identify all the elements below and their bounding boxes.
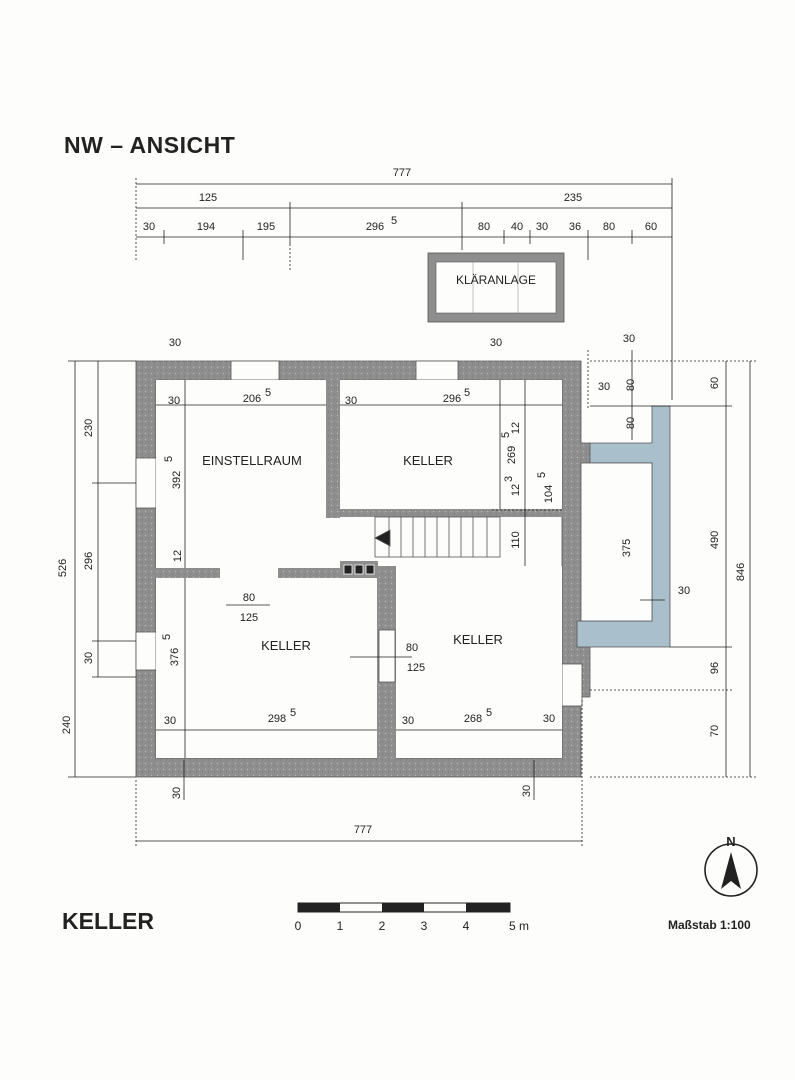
dim-r4-30b: 30: [543, 713, 555, 725]
dim-top-296-sup: 5: [391, 215, 397, 227]
light-shaft: [576, 405, 671, 648]
dim-r3-298-sup: 5: [290, 707, 296, 719]
dim-top-30a: 30: [143, 221, 155, 233]
dim-r1-12: 12: [172, 550, 184, 562]
dim-right-490: 490: [709, 531, 721, 549]
dim-door1-125: 125: [240, 612, 258, 624]
dim-top-80b: 80: [603, 221, 615, 233]
dim-stair-12: 12: [510, 484, 522, 496]
dim-right-30-top: 30: [598, 381, 610, 393]
scale-bar-label-3: 3: [421, 919, 428, 933]
dim-r2-30: 30: [345, 395, 357, 407]
dim-right-96: 96: [709, 662, 721, 674]
dim-r4-30a: 30: [402, 715, 414, 727]
dim-door1-80: 80: [243, 592, 255, 604]
dim-right-375: 375: [621, 539, 633, 557]
dim-left-296: 296: [83, 552, 95, 570]
dim-wall-30-left: 30: [169, 337, 181, 349]
dim-r3-376-sup: 5: [161, 634, 173, 640]
dim-top-30b: 30: [536, 221, 548, 233]
dim-stair-12-sup: 3: [503, 476, 515, 482]
dim-top-80a: 80: [478, 221, 490, 233]
dim-r1-392: 392: [171, 471, 183, 489]
dim-top-194: 194: [197, 221, 215, 233]
dim-stair-104: 104: [543, 485, 555, 503]
floor-title: KELLER: [62, 908, 154, 934]
view-title: NW – ANSICHT: [64, 132, 236, 158]
dim-r1-30: 30: [168, 395, 180, 407]
dim-stair-104-sup: 5: [536, 472, 548, 478]
dim-top-296: 296: [366, 221, 384, 233]
north-arrow-icon: [704, 843, 758, 897]
klaeranlage-label: KLÄRANLAGE: [456, 273, 536, 287]
dim-right-60: 60: [709, 377, 721, 389]
room-keller-sw: KELLER: [261, 638, 311, 653]
dim-top-235: 235: [564, 192, 582, 204]
dim-r2-12: 12: [510, 422, 522, 434]
dim-r3-376: 376: [169, 648, 181, 666]
room-keller-ne: KELLER: [403, 453, 453, 468]
dim-right-846: 846: [735, 563, 747, 581]
dim-left-230: 230: [83, 419, 95, 437]
dim-left-30: 30: [83, 652, 95, 664]
dim-top-195: 195: [257, 221, 275, 233]
scale-label: Maßstab 1:100: [668, 918, 751, 932]
dim-top-36: 36: [569, 221, 581, 233]
dim-wall-30-mid: 30: [490, 337, 502, 349]
dim-r2-269-sup: 5: [500, 432, 512, 438]
dim-r4-268: 268: [464, 713, 482, 725]
dim-r2-296-sup: 5: [464, 387, 470, 399]
dim-r2-296: 296: [443, 393, 461, 405]
staircase: [374, 516, 501, 558]
dim-r2-269: 269: [506, 446, 518, 464]
north-label: N: [726, 834, 735, 849]
dim-right-80b: 80: [625, 417, 637, 429]
scale-bar-label-0: 0: [295, 919, 302, 933]
dimension-lines: [68, 178, 756, 848]
dim-top-60: 60: [645, 221, 657, 233]
room-einstellraum: EINSTELLRAUM: [202, 453, 302, 468]
dim-door2-125: 125: [407, 662, 425, 674]
dim-left-240: 240: [61, 716, 73, 734]
dim-wall-30-right: 30: [623, 333, 635, 345]
dim-r1-392-sup: 5: [163, 456, 175, 462]
dim-right-30b: 30: [678, 585, 690, 597]
dim-bottom-30b: 30: [521, 785, 533, 797]
dim-r3-298: 298: [268, 713, 286, 725]
dim-top-125: 125: [199, 192, 217, 204]
dim-r1-206-sup: 5: [265, 387, 271, 399]
dim-right-80a: 80: [625, 379, 637, 391]
room-keller-se: KELLER: [453, 632, 503, 647]
chimney: [340, 561, 378, 578]
scale-bar-label-2: 2: [379, 919, 386, 933]
scale-bar: [297, 902, 511, 913]
dim-top-total: 777: [393, 167, 411, 179]
dim-stair-110: 110: [510, 531, 522, 549]
dim-left-526: 526: [57, 559, 69, 577]
dim-r4-268-sup: 5: [486, 707, 492, 719]
windows: [135, 360, 583, 707]
dim-top-40: 40: [511, 221, 523, 233]
dim-bottom-30a: 30: [171, 787, 183, 799]
scale-bar-label-5m: 5 m: [509, 919, 529, 933]
dim-right-70: 70: [709, 725, 721, 737]
scale-bar-label-1: 1: [337, 919, 344, 933]
dim-bottom-total: 777: [354, 824, 372, 836]
scale-bar-label-4: 4: [463, 919, 470, 933]
klaeranlage-tank: [427, 252, 565, 323]
dim-r3-30: 30: [164, 715, 176, 727]
dim-r1-206: 206: [243, 393, 261, 405]
dim-door2-80: 80: [406, 642, 418, 654]
